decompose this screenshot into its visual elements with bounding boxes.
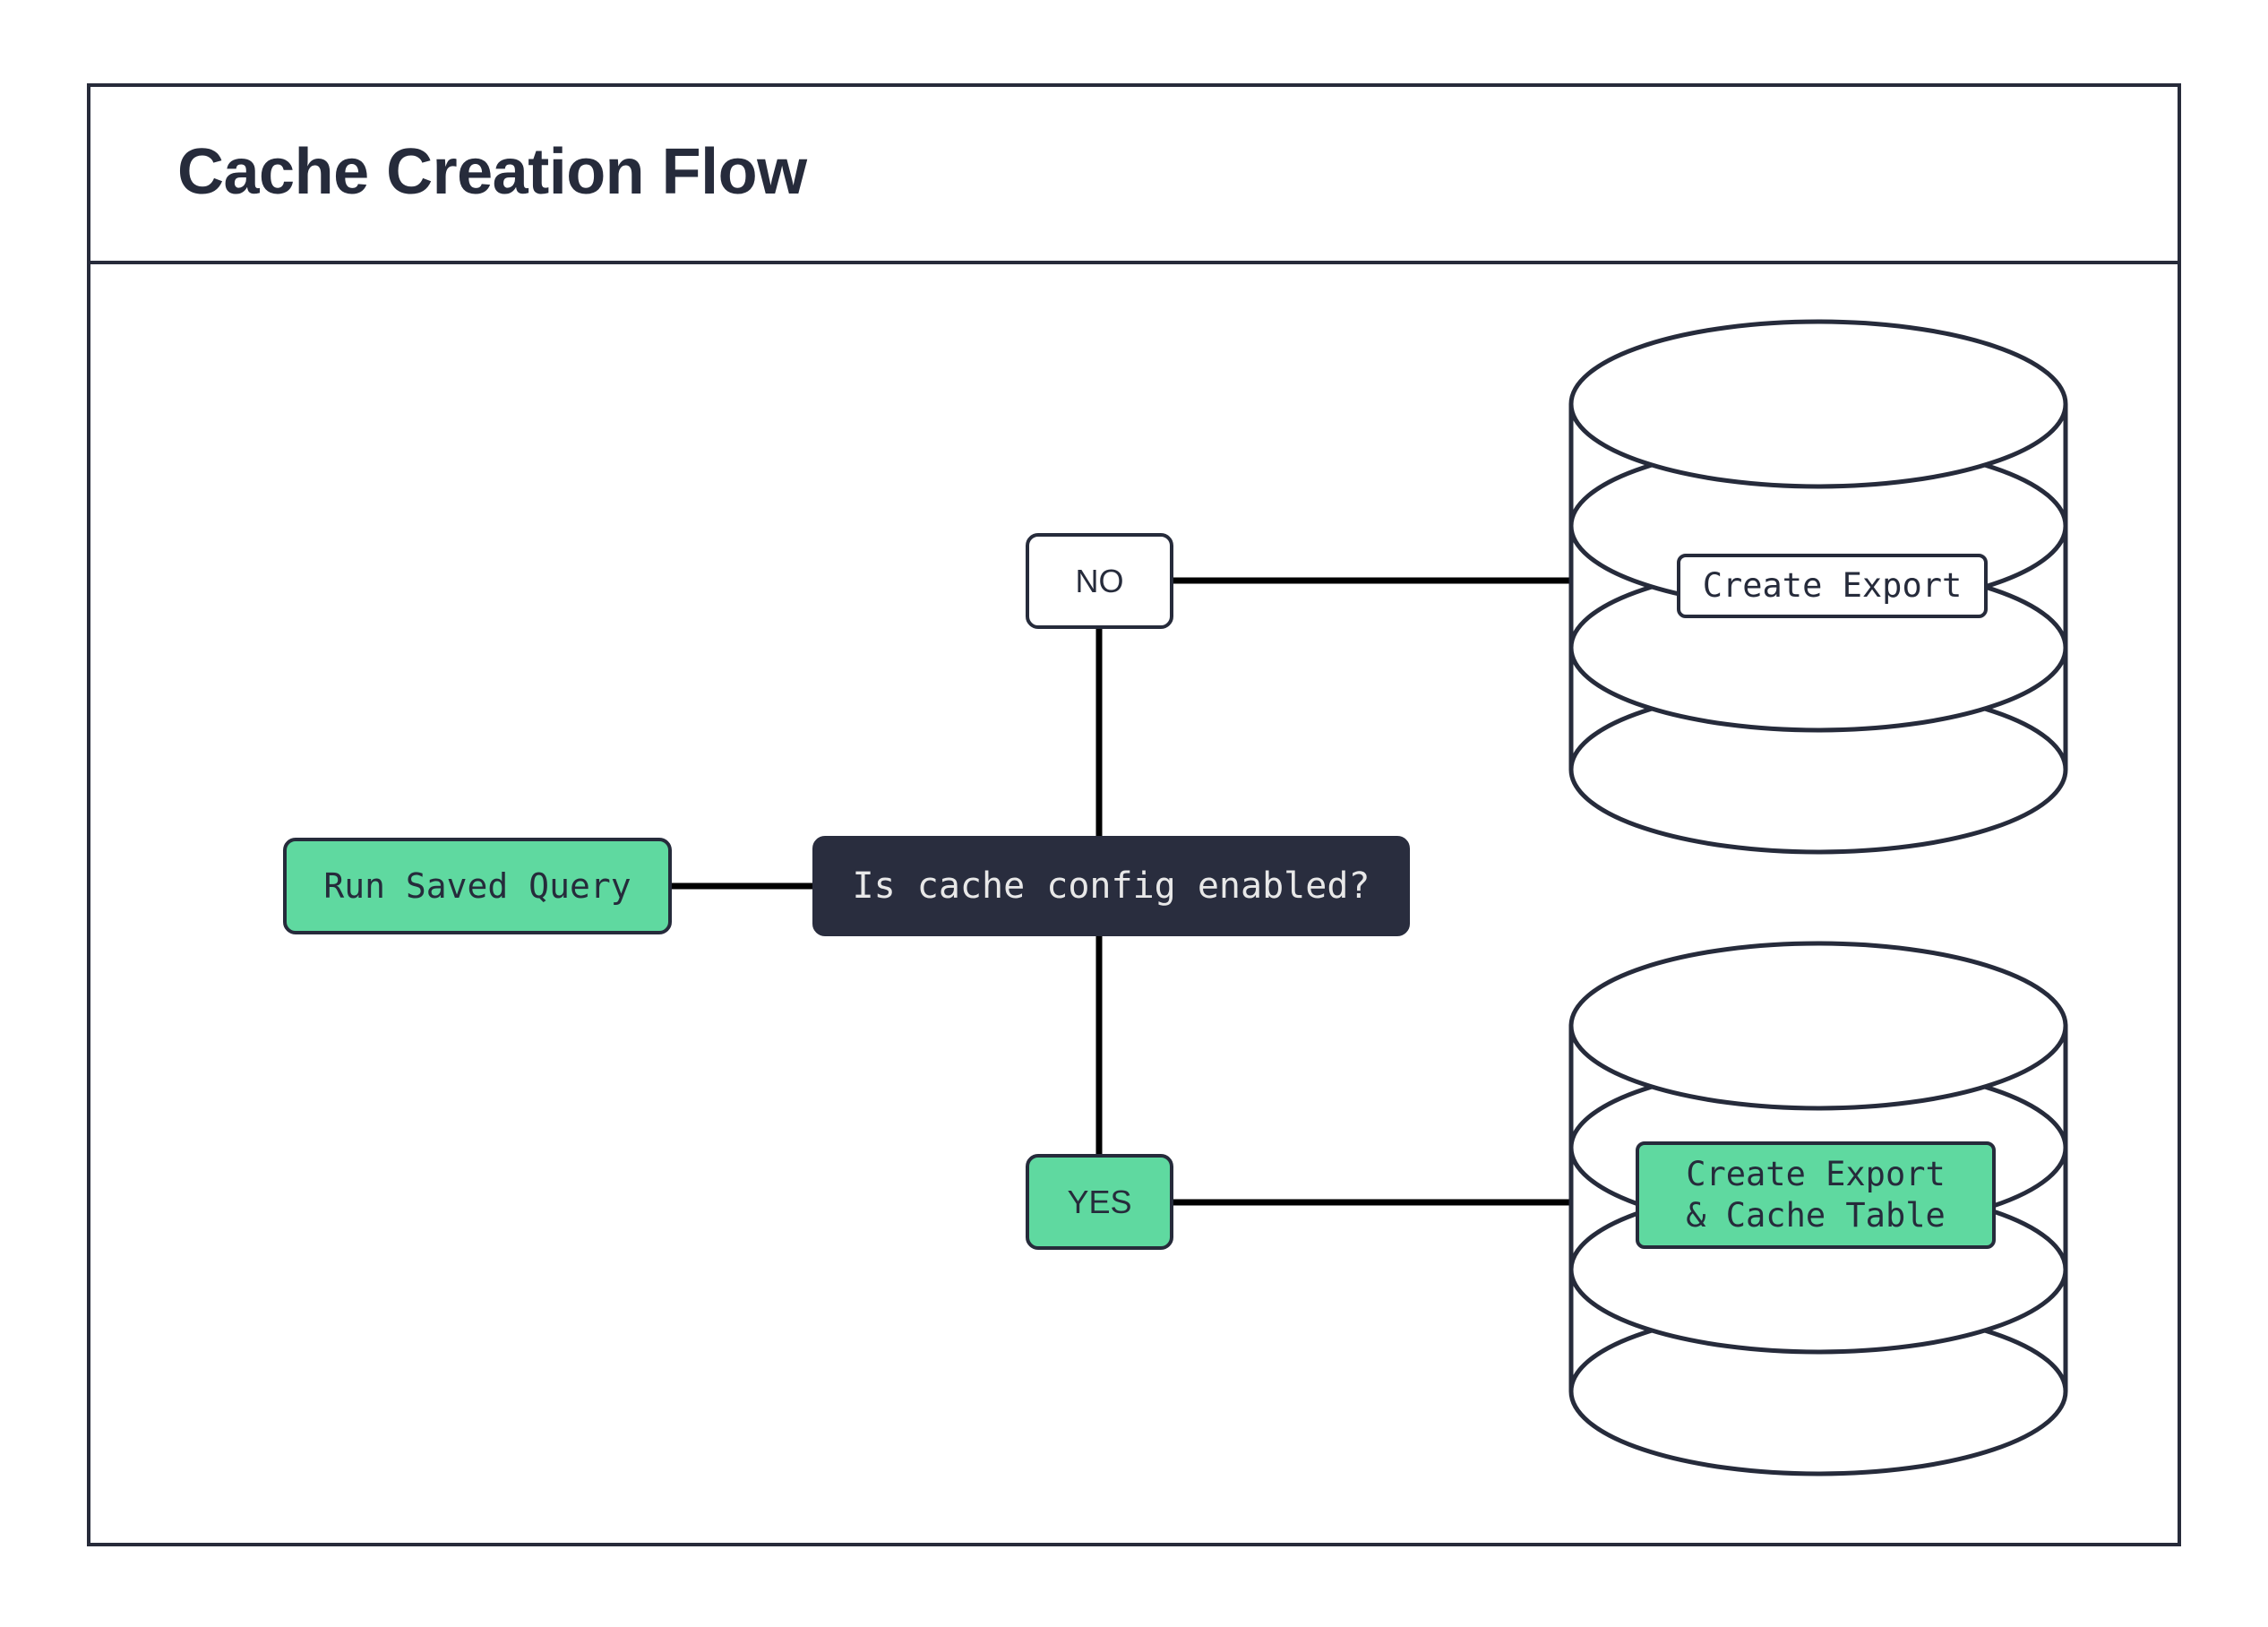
db-export-label[interactable]: Create Export [1677, 554, 1988, 618]
node-branch-yes[interactable]: YES [1026, 1154, 1173, 1250]
cylinder-ring-1 [1568, 319, 2068, 489]
db-export-cache-label-line1: Create Export [1686, 1154, 1946, 1193]
node-branch-no[interactable]: NO [1026, 533, 1173, 629]
db-export-cache-label-line2: & Cache Table [1686, 1196, 1946, 1235]
diagram-titlebar: Cache Creation Flow [87, 83, 2181, 264]
cylinder-ring-1 [1568, 941, 2068, 1111]
diagram-title: Cache Creation Flow [177, 136, 807, 208]
node-run-saved-query[interactable]: Run Saved Query [283, 838, 672, 934]
node-decision-cache-config[interactable]: Is cache config enabled? [812, 836, 1410, 936]
db-export-cache-label[interactable]: Create Export & Cache Table [1636, 1141, 1996, 1249]
diagram-frame [87, 83, 2181, 1546]
